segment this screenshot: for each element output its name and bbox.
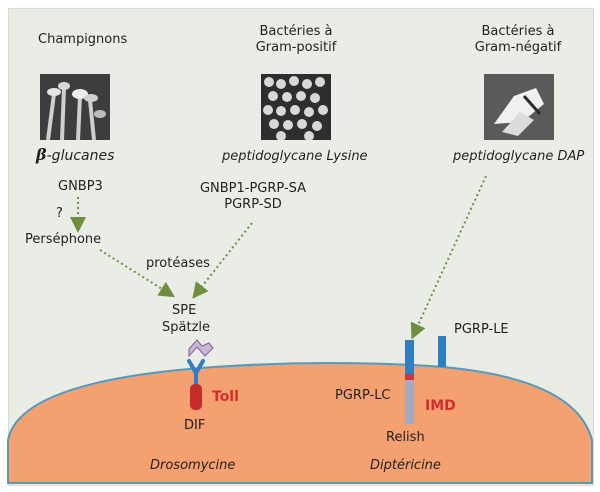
gram-negative-micrograph [484, 74, 554, 140]
relish-label: Relish [386, 430, 425, 445]
gram-positive-title-line2: Gram-positif [255, 40, 337, 55]
gnbp1-pgrp-sa-line: GNBP1-PGRP-SA [199, 181, 307, 196]
fungi-title: Champignons [38, 32, 128, 47]
arrow-persephone-to-spe [99, 249, 176, 298]
cell-membrane [7, 362, 593, 484]
imd-label: IMD [425, 398, 456, 414]
diptericine-label: Diptéricine [370, 458, 441, 473]
pgrp-sd-line: PGRP-SD [224, 197, 282, 212]
spatzle-ligand [188, 339, 214, 358]
spe-label: SPE [172, 303, 197, 318]
gram-positive-title: Bactéries à Gram-positif [236, 24, 356, 56]
gnbp3-label: GNBP3 [58, 179, 103, 194]
arrow-gnbp1-to-spe [192, 222, 253, 299]
question-mark-label: ? [56, 206, 63, 221]
gram-negative-title: Bactéries à Gram-négatif [458, 24, 578, 56]
pgrp-lc-label: PGRP-LC [335, 388, 391, 403]
gram-negative-title-line1: Bactéries à [481, 24, 555, 39]
gram-positive-micrograph [261, 74, 331, 140]
beta-symbol: β [36, 145, 47, 164]
toll-label: Toll [212, 389, 239, 405]
drosomycine-label: Drosomycine [150, 458, 236, 473]
beta-glucanes-label: β-glucanes [36, 146, 114, 165]
gnbp1-pgrp-label: GNBP1-PGRP-SA PGRP-SD [188, 181, 318, 213]
gram-negative-title-line2: Gram-négatif [474, 40, 562, 55]
pgrp-le-protein [438, 336, 446, 367]
peptidoglycane-dap-label: peptidoglycane DAP [453, 149, 585, 164]
proteases-label: protéases [146, 256, 210, 271]
signal-arrows [70, 175, 487, 340]
pgrp-le-label: PGRP-LE [454, 322, 509, 337]
fungi-micrograph [40, 74, 110, 140]
pgrp-lc-receptor [405, 340, 414, 424]
spatzle-label: Spätzle [162, 320, 211, 335]
beta-glucanes-text: -glucanes [46, 148, 115, 164]
dif-label: DIF [184, 418, 206, 433]
toll-receptor [187, 359, 205, 410]
peptidoglycane-lysine-label: peptidoglycane Lysine [222, 149, 368, 164]
gram-positive-title-line1: Bactéries à [259, 24, 333, 39]
persephone-label: Perséphone [25, 232, 102, 247]
arrow-dap-to-pgrp-lc [410, 175, 487, 340]
